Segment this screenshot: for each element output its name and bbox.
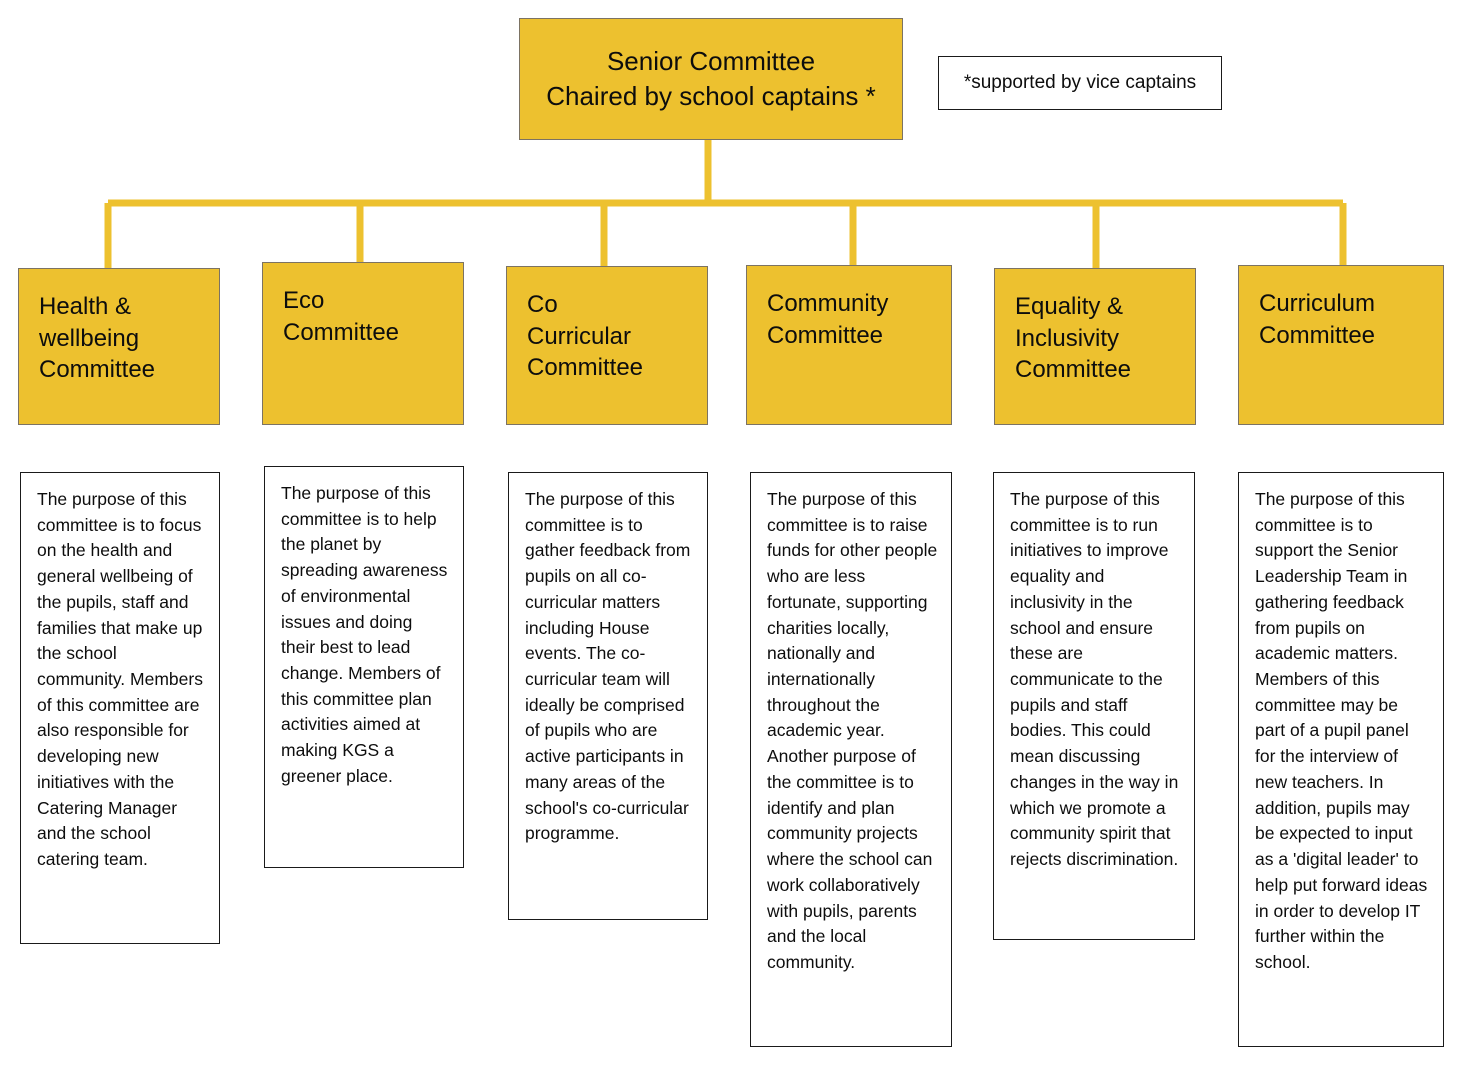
description-co-curricular: The purpose of this committee is to gath… [508, 472, 708, 920]
description-health-wellbeing: The purpose of this committee is to focu… [20, 472, 220, 944]
committee-box-equality-inclusivity: Equality & Inclusivity Committee [994, 268, 1196, 425]
footnote-vice-captains: *supported by vice captains [938, 56, 1222, 110]
committee-box-co-curricular: Co Curricular Committee [506, 266, 708, 425]
committee-box-community: Community Committee [746, 265, 952, 425]
description-equality-inclusivity: The purpose of this committee is to run … [993, 472, 1195, 940]
description-eco: The purpose of this committee is to help… [264, 466, 464, 868]
committee-box-health-wellbeing: Health & wellbeing Committee [18, 268, 220, 425]
root-title-line-1: Senior Committee [606, 46, 816, 77]
description-curriculum: The purpose of this committee is to supp… [1238, 472, 1444, 1047]
root-node-senior-committee: Senior Committee Chaired by school capta… [519, 18, 903, 140]
committee-box-curriculum: Curriculum Committee [1238, 265, 1444, 425]
description-community: The purpose of this committee is to rais… [750, 472, 952, 1047]
committee-box-eco: Eco Committee [262, 262, 464, 425]
root-title-line-2: Chaired by school captains * [546, 81, 876, 111]
